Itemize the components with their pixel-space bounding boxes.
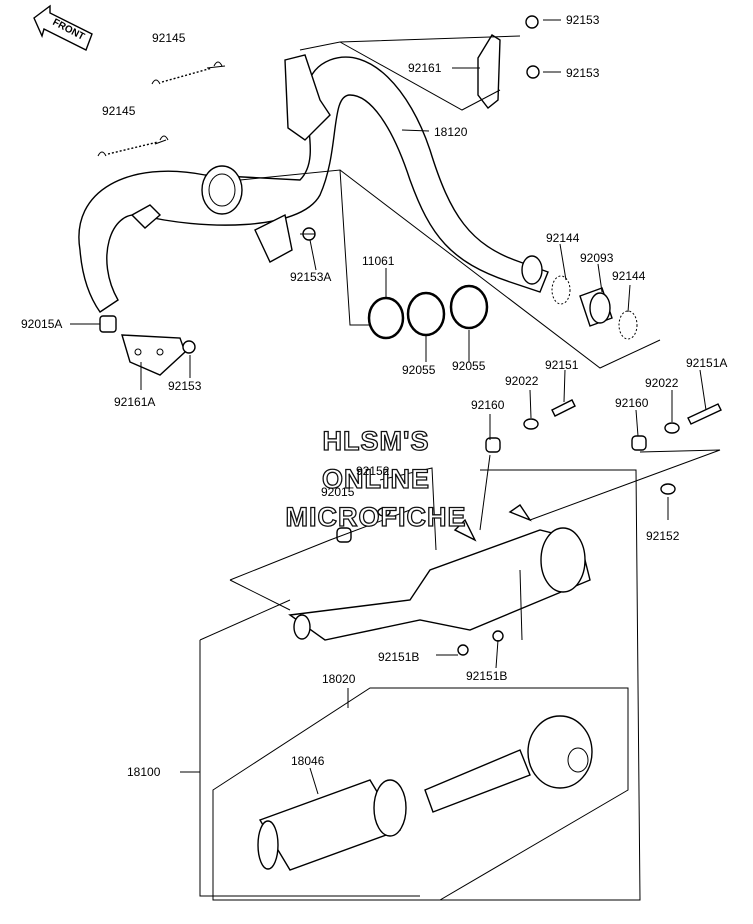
part-labels: 92145 92145 92153 92153 92161 18120 9215… [21,13,727,779]
label-92022-b: 92022 [645,376,679,390]
washer-92022-b [664,422,680,434]
label-92152-right: 92152 [646,529,680,543]
nut-92015A [99,315,117,333]
spring-92144-b [618,310,638,340]
header-pipe-18120 [78,54,549,313]
collar-92152-left [377,507,391,517]
label-92144-a: 92144 [546,231,580,245]
bolt-92153-top-1 [525,15,539,29]
label-92151A: 92151A [686,356,727,370]
label-92144-b: 92144 [612,269,646,283]
bolt-92153-lower [182,340,196,354]
bracket-92161A [121,334,186,376]
leader-lines [70,19,721,901]
collar-92152-right [660,483,676,495]
bolt-92151B-b [492,630,504,642]
label-92161: 92161 [408,61,442,75]
gasket-92055-a [406,291,446,337]
spring-92144-a [551,275,571,305]
bolt-92151B-a [457,644,469,656]
grommet-92160-b [631,435,647,451]
label-92160-a: 92160 [471,398,505,412]
bolt-92151A [687,403,722,425]
gasket-92055-b [449,284,489,330]
muffler-body [288,504,591,641]
watermark-line-1: HLSM'S [323,426,430,456]
silencer-18046-packing [257,779,407,871]
label-92145-upper: 92145 [152,31,186,45]
watermark-line-2: ONLINE [322,464,430,494]
grommet-92160-a [485,437,501,453]
bolt-92153-top-2 [526,65,540,79]
label-11061: 11061 [362,254,395,268]
bracket-92161 [477,34,501,109]
front-direction-arrow: FRONT [33,4,93,51]
seal-92093 [579,287,613,327]
label-18120: 18120 [434,125,468,139]
label-92153-top-1: 92153 [566,13,600,27]
label-92161A: 92161A [114,395,155,409]
label-92151B-b: 92151B [466,669,507,683]
label-92145-lower: 92145 [102,104,136,118]
label-18020: 18020 [322,672,356,686]
label-92160-b: 92160 [615,396,649,410]
label-18046: 18046 [291,754,325,768]
watermark-line-3: MICROFICHE [286,502,467,532]
label-92093: 92093 [580,251,614,265]
label-92151B-a: 92151B [378,650,419,664]
label-92015A: 92015A [21,317,62,331]
spring-92145-upper [151,61,223,85]
label-92152-left: 92152 [356,464,390,478]
label-92022-a: 92022 [505,374,539,388]
bolt-92151 [551,399,576,417]
label-92015: 92015 [321,485,355,499]
spring-92145-lower [97,135,169,157]
watermark: HLSM'S ONLINE MICROFICHE [285,425,467,532]
bolt-92153A [300,227,316,241]
label-92153A: 92153A [290,270,331,284]
gasket-11061 [367,296,405,340]
label-92151: 92151 [545,358,579,372]
label-92153-lower: 92153 [168,379,202,393]
label-92055-a: 92055 [402,363,436,377]
silencer-18020-core [424,715,593,813]
label-92055-b: 92055 [452,359,486,373]
washer-92022-a [523,418,539,430]
label-92153-top-2: 92153 [566,66,600,80]
label-18100: 18100 [127,765,161,779]
